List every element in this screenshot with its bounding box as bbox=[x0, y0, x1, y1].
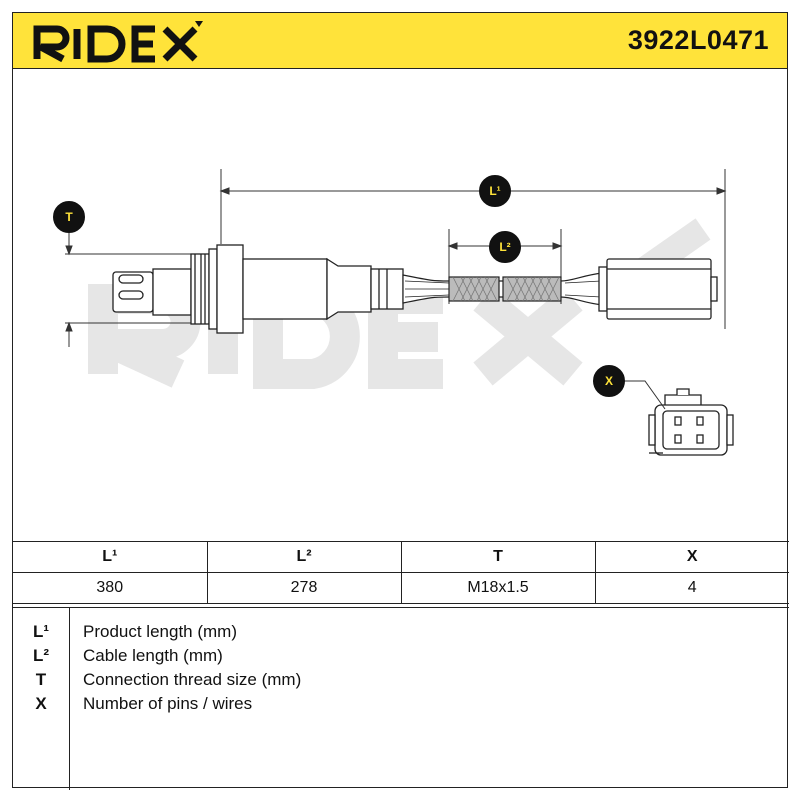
legend-item: L¹ Product length (mm) bbox=[13, 620, 789, 644]
sensor-body bbox=[112, 244, 404, 334]
legend-key: L² bbox=[32, 646, 50, 665]
badge-t-label: T bbox=[65, 210, 73, 224]
spec-value-t: M18x1.5 bbox=[400, 572, 596, 604]
badge-t: T bbox=[53, 201, 85, 233]
part-number: 3922L0471 bbox=[627, 25, 769, 55]
spec-header-t: T bbox=[400, 541, 596, 573]
spec-header-l2: L² bbox=[206, 541, 402, 573]
brand-logo bbox=[31, 15, 207, 70]
legend-item: T Connection thread size (mm) bbox=[13, 668, 789, 692]
dimension-t bbox=[65, 233, 193, 347]
legend-key: T bbox=[35, 670, 47, 689]
legend-divider bbox=[69, 608, 70, 790]
spec-header-l1: L¹ bbox=[13, 541, 208, 573]
legend-desc: Product length (mm) bbox=[83, 622, 237, 641]
badge-l2: L² bbox=[489, 231, 521, 263]
badge-l2-label: L² bbox=[499, 240, 511, 254]
badge-x: X bbox=[593, 365, 625, 397]
spec-value-x: 4 bbox=[594, 572, 789, 604]
spec-table-header-row: L¹ L² T X bbox=[13, 541, 789, 573]
legend-desc: Cable length (mm) bbox=[83, 646, 223, 665]
legend-item: L² Cable length (mm) bbox=[13, 644, 789, 668]
legend-item: X Number of pins / wires bbox=[13, 692, 789, 716]
legend: L¹ Product length (mm) L² Cable length (… bbox=[13, 607, 789, 790]
spec-table: L¹ L² T X 380 278 M18x1.5 4 bbox=[13, 541, 789, 604]
dimension-l1 bbox=[219, 169, 727, 329]
technical-drawing: L¹ L² T X bbox=[13, 69, 789, 541]
legend-key: X bbox=[35, 694, 47, 713]
spec-table-value-row: 380 278 M18x1.5 4 bbox=[13, 572, 789, 604]
sensor-cable bbox=[402, 272, 604, 306]
badge-l1: L¹ bbox=[479, 175, 511, 207]
badge-x-label: X bbox=[604, 374, 613, 388]
connector-housing bbox=[598, 258, 718, 320]
leader-x bbox=[623, 380, 666, 410]
legend-desc: Connection thread size (mm) bbox=[83, 670, 302, 689]
legend-key: L¹ bbox=[32, 622, 50, 641]
legend-desc: Number of pins / wires bbox=[83, 694, 253, 713]
badge-l1-label: L¹ bbox=[489, 184, 501, 198]
spec-value-l1: 380 bbox=[13, 572, 208, 604]
product-sheet: 3922L0471 bbox=[12, 12, 789, 790]
spec-value-l2: 278 bbox=[206, 572, 402, 604]
spec-header-x: X bbox=[594, 541, 789, 573]
connector-face bbox=[648, 388, 734, 456]
header-bar: 3922L0471 bbox=[13, 13, 787, 69]
